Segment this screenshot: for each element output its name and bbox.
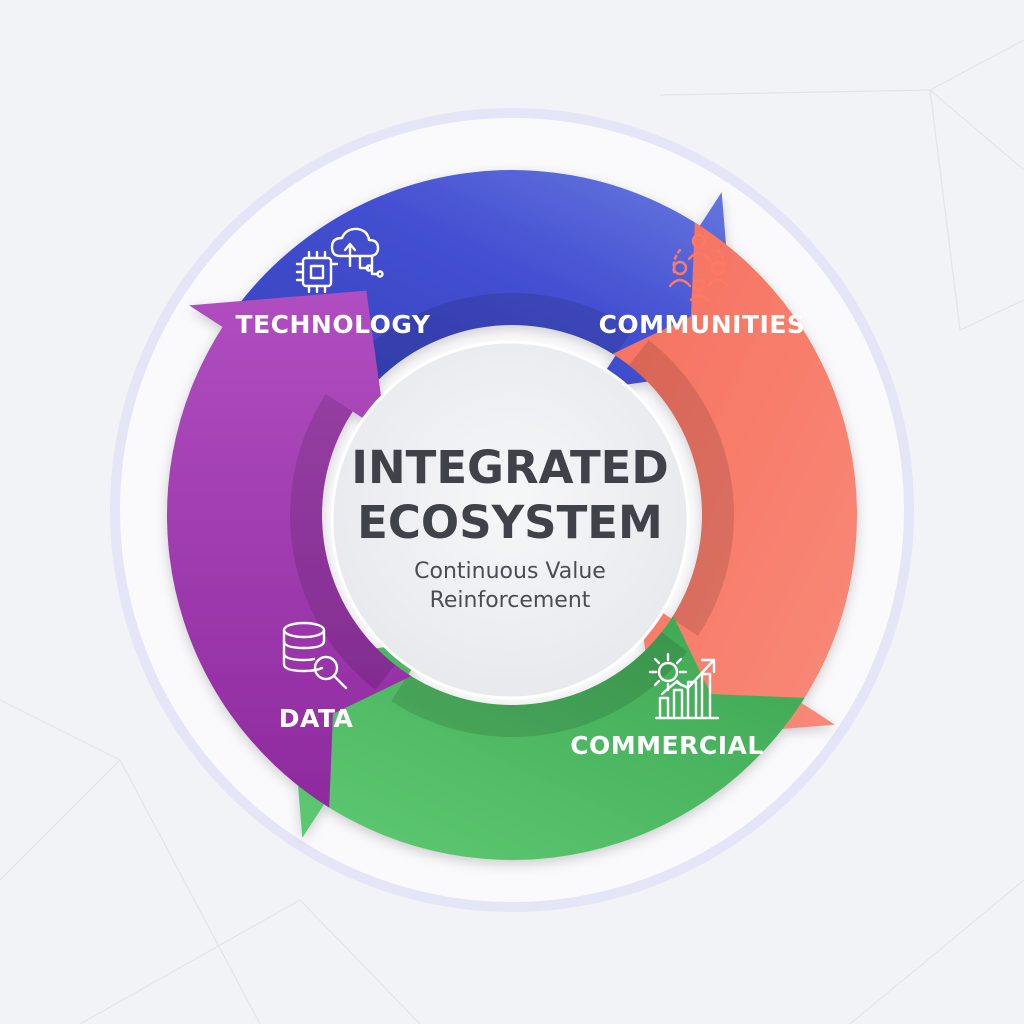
center-circle [330, 340, 690, 700]
segment-label-technology: TECHNOLOGY [236, 310, 431, 339]
database-search-icon [282, 621, 348, 690]
arrow-data-inner-band [290, 394, 396, 690]
arrow-communities-inner-band [628, 340, 734, 636]
arrow-technology-inner-band [332, 293, 633, 404]
center-subtitle-line2: Reinforcement [430, 588, 591, 613]
gear-growth-chart-icon [648, 652, 720, 720]
arrow-data [167, 290, 412, 808]
arrow-communities [612, 222, 857, 740]
segment-label-commercial: COMMERCIAL [570, 731, 764, 760]
cloud-chip-icon [295, 227, 384, 294]
background-lines [0, 39, 1024, 1024]
segment-label-communities: COMMUNITIES [599, 310, 806, 339]
segment-label-data: DATA [279, 704, 354, 733]
center-title-line2: ECOSYSTEM [357, 496, 663, 549]
people-network-icon [668, 233, 730, 302]
center-subtitle-line1: Continuous Value [414, 559, 606, 584]
arrow-commercial-inner-band [391, 631, 687, 737]
center-title-line1: INTEGRATED [351, 441, 669, 494]
